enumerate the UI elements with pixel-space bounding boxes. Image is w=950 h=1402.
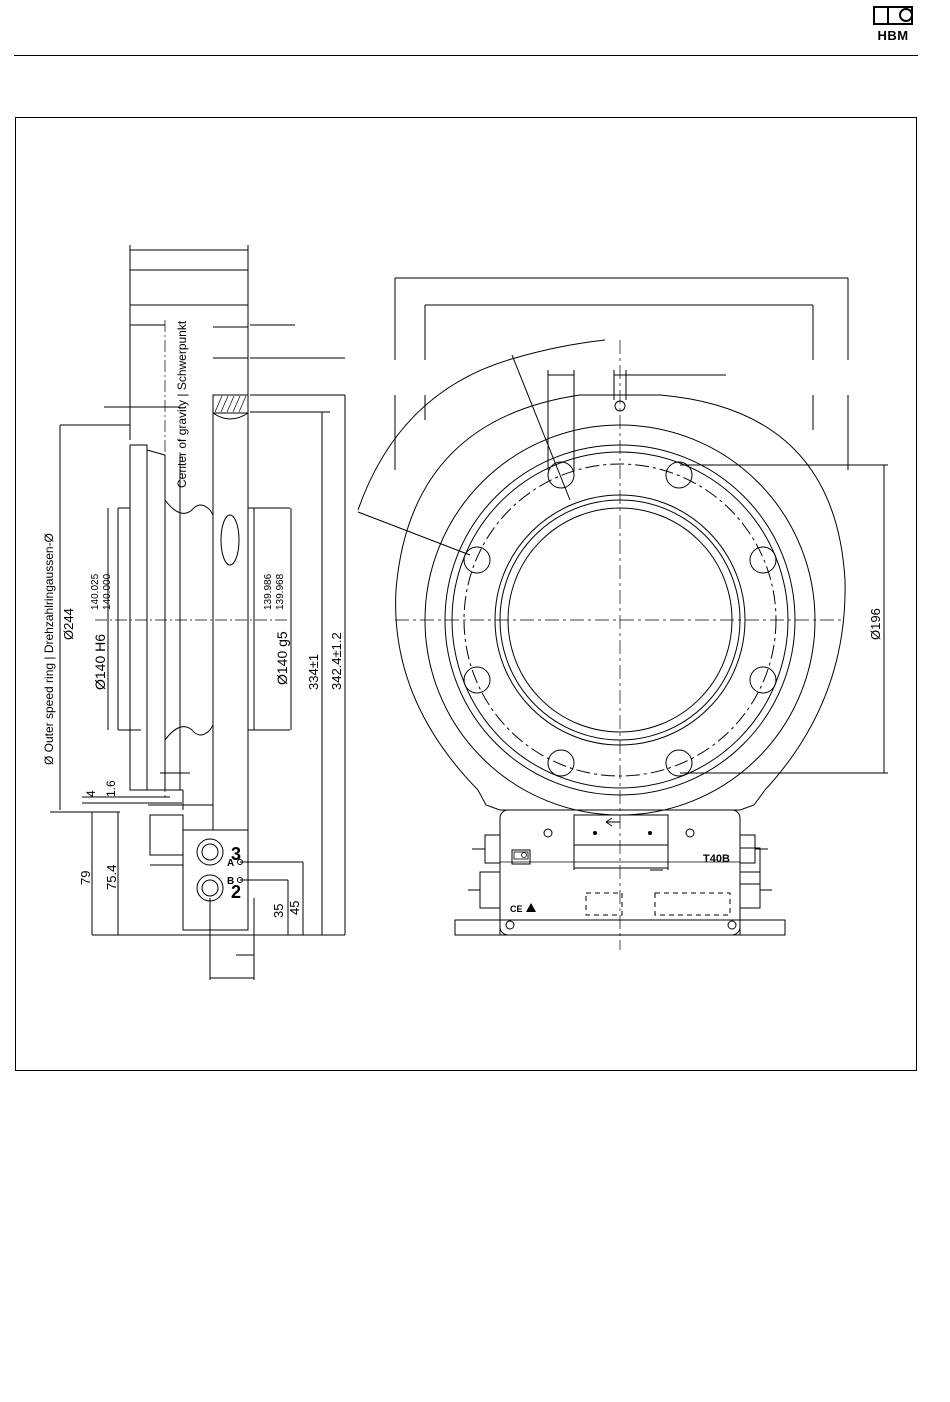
connector-b-label: B: [227, 876, 234, 887]
dim-334: 334±1: [306, 654, 321, 690]
dim-4: 4: [84, 790, 98, 797]
svg-text:CE: CE: [510, 904, 523, 914]
dim-342: 342.4±1.2: [329, 632, 344, 690]
dim-35: 35: [271, 904, 286, 918]
dim-79: 79: [78, 871, 93, 885]
tol-h6-lower: 140.000: [102, 573, 113, 610]
label-center-gravity: Center of gravity | Schwerpunkt: [175, 320, 189, 488]
ce-warning-icon: CE: [510, 903, 536, 914]
tol-h6-upper: 140.025: [90, 573, 101, 610]
model-label: T40B: [703, 853, 730, 865]
tol-g5-upper: 139.986: [263, 573, 274, 610]
dim-140-g5: Ø140 g5: [274, 631, 290, 685]
tol-g5-lower: 139.968: [275, 573, 286, 610]
dim-244: Ø244: [61, 608, 76, 640]
label-outer-speed-ring: Ø Outer speed ring | Drehzahlringaussen-…: [42, 533, 56, 765]
connector-a-label: A: [227, 858, 234, 869]
dim-75-4: 75.4: [104, 865, 119, 890]
hbm-small-logo-icon: [514, 852, 528, 859]
dim-45: 45: [287, 901, 302, 915]
dim-1-6: 1.6: [104, 780, 118, 797]
dim-140-h6: Ø140 H6: [92, 634, 108, 690]
dim-196: Ø196: [868, 608, 883, 640]
